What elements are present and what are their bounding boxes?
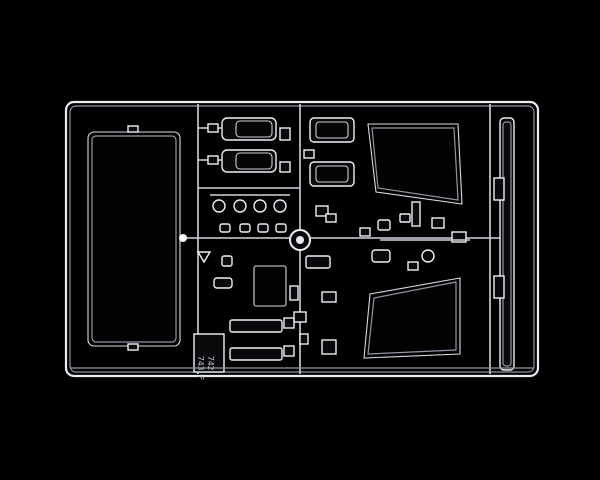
attachment-tab-top bbox=[127, 125, 139, 133]
gate-point-left bbox=[179, 234, 187, 242]
lettered-plate-1 bbox=[229, 319, 283, 333]
small-part-c4 bbox=[293, 311, 307, 323]
small-part-r5 bbox=[451, 231, 467, 243]
trim-tab-2 bbox=[493, 275, 505, 299]
large-window-part-rim bbox=[91, 135, 177, 343]
lamp-lens-2 bbox=[233, 199, 247, 213]
small-part-l2 bbox=[283, 345, 295, 357]
mirror-glass-1-face bbox=[315, 121, 349, 139]
part-number-stamp bbox=[193, 333, 225, 373]
outer-runner bbox=[64, 100, 540, 378]
small-part-r4 bbox=[431, 217, 445, 229]
small-tab-7 bbox=[325, 213, 337, 223]
small-tab-6 bbox=[315, 205, 329, 217]
small-part-r1 bbox=[377, 219, 391, 231]
small-lens-left-2 bbox=[213, 277, 233, 289]
small-part-c3 bbox=[289, 285, 299, 301]
small-tab-1 bbox=[207, 123, 219, 133]
quarter-window-lower-rim bbox=[367, 281, 457, 355]
trim-tab-1 bbox=[493, 177, 505, 201]
quarter-window-upper bbox=[367, 123, 463, 205]
part-number-stamp-text-2: 742 bbox=[206, 356, 215, 371]
small-part-r3 bbox=[411, 201, 421, 227]
small-tab-2 bbox=[207, 155, 219, 165]
small-part-l1 bbox=[283, 317, 295, 329]
small-part-r8 bbox=[359, 227, 371, 237]
triangle-reflector bbox=[196, 251, 212, 264]
small-lens-left bbox=[221, 255, 233, 267]
small-part-c5 bbox=[321, 339, 337, 355]
sprue-hub-center bbox=[296, 236, 304, 244]
indicator-lens-1 bbox=[219, 223, 231, 233]
lamp-row bbox=[210, 194, 290, 213]
attachment-tab-bottom bbox=[127, 343, 139, 351]
indicator-row bbox=[219, 223, 287, 233]
long-trim-strip-inner bbox=[502, 121, 512, 367]
mirror-glass-2-face bbox=[315, 165, 349, 183]
quarter-window-lower bbox=[363, 277, 461, 359]
small-tab-5 bbox=[303, 149, 315, 159]
small-tab-3 bbox=[279, 127, 291, 141]
indicator-lens-4 bbox=[275, 223, 287, 233]
lamp-lens-1 bbox=[212, 199, 226, 213]
long-trim-strip bbox=[499, 117, 515, 371]
lamp-lens-4 bbox=[273, 199, 287, 213]
small-part-c6 bbox=[299, 333, 309, 345]
small-tab-4 bbox=[279, 161, 291, 173]
indicator-lens-3 bbox=[257, 223, 269, 233]
small-part-r2 bbox=[399, 213, 411, 223]
small-part-r6 bbox=[371, 249, 391, 263]
mirror-housing-2-glass bbox=[235, 152, 273, 170]
mirror-housing-1-glass bbox=[235, 120, 273, 138]
quarter-window-upper-rim bbox=[371, 127, 459, 201]
indicator-lens-2 bbox=[239, 223, 251, 233]
small-part-c1 bbox=[305, 255, 331, 269]
outer-runner-inner-edge bbox=[69, 105, 535, 373]
lettered-plate-2 bbox=[229, 347, 283, 361]
small-part-r7 bbox=[407, 261, 419, 271]
small-part-c2 bbox=[321, 291, 337, 303]
large-window-part bbox=[87, 131, 181, 347]
small-round-part bbox=[421, 249, 435, 263]
small-glass-panel bbox=[253, 265, 287, 307]
lamp-lens-3 bbox=[253, 199, 267, 213]
